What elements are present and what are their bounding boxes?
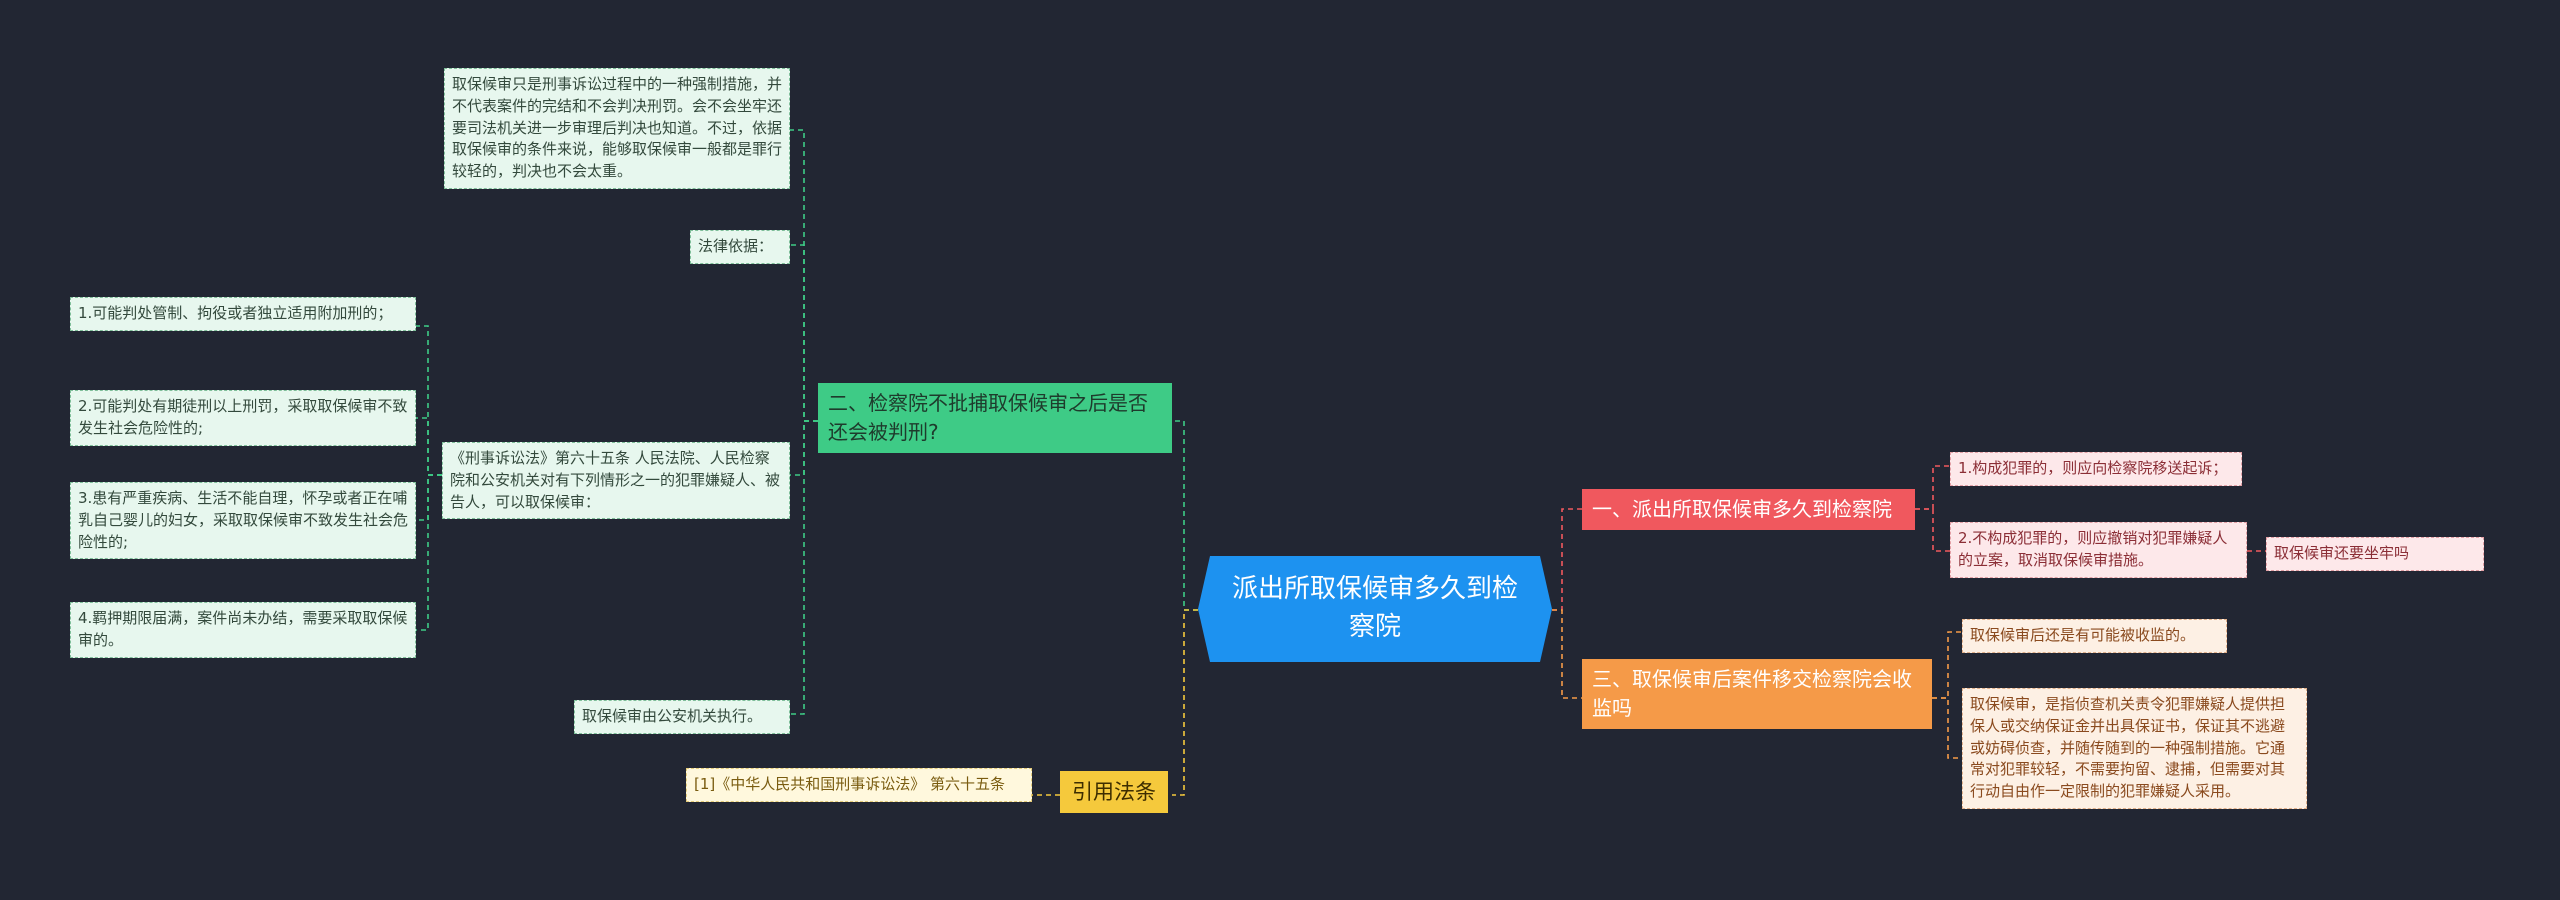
article-item-4[interactable]: 4.羁押期限届满，案件尚未办结，需要采取取保候审的。 <box>70 602 416 658</box>
article-item-3[interactable]: 3.患有严重疾病、生活不能自理，怀孕或者正在哺乳自己婴儿的妇女，采取取保候审不致… <box>70 482 416 560</box>
supervise-item-1[interactable]: 取保候审后还是有可能被收监的。 <box>1962 619 2227 653</box>
jail-item-2[interactable]: 2.不构成犯罪的，则应撤销对犯罪嫌疑人的立案，取消取保候审措施。 <box>1950 522 2247 578</box>
article-item-2[interactable]: 2.可能判处有期徒刑以上刑罚，采取取保候审不致发生社会危险性的; <box>70 390 416 446</box>
jail-extra-topic[interactable]: 取保候审还要坐牢吗 <box>2266 537 2484 571</box>
branch-jail-time[interactable]: 一、派出所取保候审多久到检察院 <box>1582 489 1915 530</box>
jail-item-1[interactable]: 1.构成犯罪的，则应向检察院移送起诉； <box>1950 452 2242 486</box>
sentence-item-legal-basis[interactable]: 法律依据： <box>690 230 790 264</box>
sentence-item-1[interactable]: 取保候审只是刑事诉讼过程中的一种强制措施，并不代表案件的完结和不会判决刑罚。会不… <box>444 68 790 189</box>
branch-cite[interactable]: 引用法条 <box>1060 771 1168 814</box>
sentence-item-article[interactable]: 《刑事诉讼法》第六十五条 人民法院、人民检察院和公安机关对有下列情形之一的犯罪嫌… <box>442 442 790 520</box>
root-topic[interactable]: 派出所取保候审多久到检察院 <box>1198 556 1552 662</box>
article-item-1[interactable]: 1.可能判处管制、拘役或者独立适用附加刑的； <box>70 297 416 331</box>
cite-item-1[interactable]: [1]《中华人民共和国刑事诉讼法》 第六十五条 <box>686 768 1032 802</box>
branch-supervise[interactable]: 三、取保候审后案件移交检察院会收监吗 <box>1582 659 1932 729</box>
root-topic-label: 派出所取保候审多久到检察院 <box>1231 574 1518 642</box>
sentence-item-police[interactable]: 取保候审由公安机关执行。 <box>574 700 790 734</box>
branch-sentence[interactable]: 二、检察院不批捕取保候审之后是否还会被判刑? <box>818 383 1172 453</box>
supervise-item-2[interactable]: 取保候审，是指侦查机关责令犯罪嫌疑人提供担保人或交纳保证金并出具保证书，保证其不… <box>1962 688 2307 809</box>
